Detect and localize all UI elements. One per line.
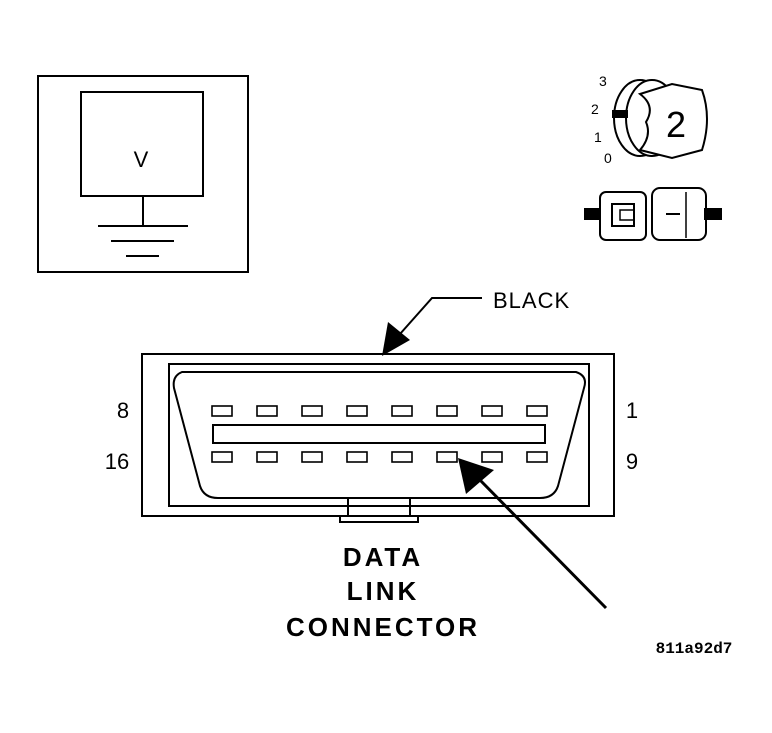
wire-color-label: BLACK bbox=[493, 288, 570, 313]
plug-wire-left bbox=[584, 208, 602, 220]
connector-center-key bbox=[212, 424, 546, 444]
pin-12 bbox=[391, 451, 413, 463]
voltmeter-label: V bbox=[134, 147, 149, 172]
ignition-position-2: 2 bbox=[591, 101, 599, 117]
pin-1 bbox=[526, 405, 548, 417]
title-line-1: DATA bbox=[343, 542, 423, 572]
pin-5 bbox=[346, 405, 368, 417]
pin-8 bbox=[211, 405, 233, 417]
ignition-key-head bbox=[637, 82, 708, 160]
connector-latch-tab bbox=[339, 516, 419, 523]
title-line-3: CONNECTOR bbox=[286, 612, 480, 642]
connector-face bbox=[172, 371, 586, 499]
top-pin-row bbox=[211, 405, 548, 417]
wire-arrowhead bbox=[382, 322, 410, 356]
pin-2 bbox=[481, 405, 503, 417]
pin-13 bbox=[346, 451, 368, 463]
plug-wire-right bbox=[704, 208, 722, 220]
pin-label-9: 9 bbox=[626, 449, 638, 474]
probe-arrow-shaft bbox=[476, 476, 608, 610]
figure-code: 811a92d7 bbox=[656, 640, 733, 658]
ignition-pointer bbox=[612, 110, 628, 118]
pin-label-8: 8 bbox=[117, 398, 129, 423]
voltmeter-frame bbox=[37, 75, 249, 273]
pin-16 bbox=[211, 451, 233, 463]
ignition-position-0: 0 bbox=[604, 150, 612, 166]
probe-arrowhead bbox=[458, 458, 494, 494]
plug-male-pin bbox=[619, 209, 635, 221]
data-link-connector: 8 16 1 9 bbox=[105, 353, 638, 523]
connector-inner-shell bbox=[168, 363, 590, 507]
ignition-position-3: 3 bbox=[599, 73, 607, 89]
connector-title: DATA LINK CONNECTOR bbox=[286, 542, 480, 642]
pin-6 bbox=[301, 405, 323, 417]
pin-3 bbox=[436, 405, 458, 417]
connector-plug-icon bbox=[584, 187, 722, 241]
ignition-position-1: 1 bbox=[594, 129, 602, 145]
ignition-key-number: 2 bbox=[666, 104, 686, 145]
pin-7 bbox=[256, 405, 278, 417]
pin-9 bbox=[526, 451, 548, 463]
pin-4 bbox=[391, 405, 413, 417]
pin-15 bbox=[256, 451, 278, 463]
pin-11 bbox=[436, 451, 458, 463]
connector-latch bbox=[347, 497, 411, 517]
plug-male-body bbox=[599, 191, 647, 241]
pin-14 bbox=[301, 451, 323, 463]
voltmeter-box bbox=[80, 91, 204, 197]
bottom-pin-row bbox=[211, 451, 548, 463]
pin-label-16: 16 bbox=[105, 449, 129, 474]
black-wire-callout: BLACK bbox=[382, 288, 570, 356]
pin-10 bbox=[481, 451, 503, 463]
title-line-2: LINK bbox=[347, 576, 420, 606]
voltmeter-ground-symbol: V bbox=[37, 75, 249, 273]
probe-arrow bbox=[458, 458, 608, 610]
pin-label-1: 1 bbox=[626, 398, 638, 423]
ignition-switch-icon: 3 2 1 0 2 bbox=[591, 73, 708, 166]
